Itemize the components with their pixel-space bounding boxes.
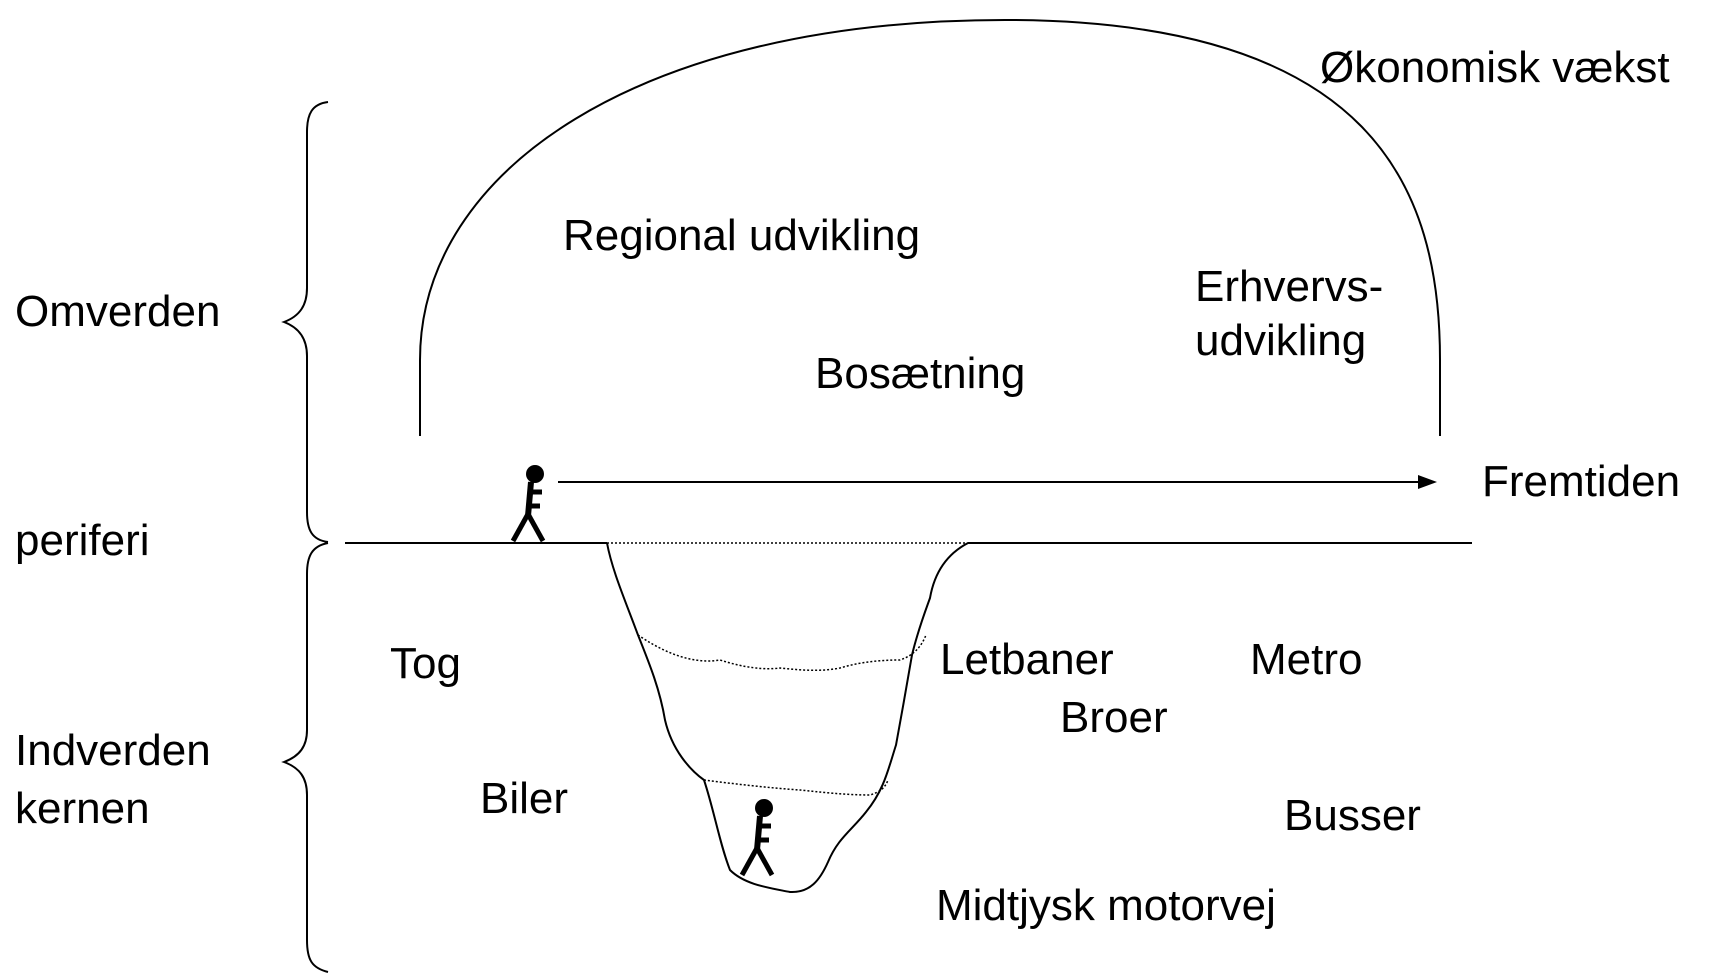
letbaner-label: Letbaner <box>940 635 1114 684</box>
tog-label: Tog <box>390 639 461 688</box>
pit-layer-lower <box>703 779 889 796</box>
indverden-brace <box>281 542 329 973</box>
metro-label: Metro <box>1250 635 1363 684</box>
omverden-label: Omverden <box>15 287 221 336</box>
erhvervs-label: Erhvervs- <box>1195 262 1384 311</box>
broer-label: Broer <box>1060 693 1168 742</box>
pit-outline <box>606 542 969 894</box>
pit-layer-upper <box>637 634 927 672</box>
biler-label: Biler <box>480 774 569 823</box>
future-arrowhead <box>1418 475 1437 489</box>
dome-arc <box>419 18 1441 436</box>
walker-surface-icon <box>510 465 546 543</box>
kernen-label: kernen <box>15 784 150 833</box>
busser-label: Busser <box>1284 791 1421 840</box>
fremtiden-label: Fremtiden <box>1482 457 1681 506</box>
periferi-label: periferi <box>15 516 150 565</box>
midtjysk-motorvej-label: Midtjysk motorvej <box>936 881 1276 930</box>
udvikling-label: udvikling <box>1195 316 1367 365</box>
bosaetning-label: Bosætning <box>815 349 1026 398</box>
okonomisk-vaekst-label: Økonomisk vækst <box>1320 43 1670 92</box>
walker-pit-icon <box>739 799 775 877</box>
regional-udvikling-label: Regional udvikling <box>563 211 921 260</box>
omverden-brace <box>281 101 329 543</box>
indverden-label: Indverden <box>15 726 211 775</box>
